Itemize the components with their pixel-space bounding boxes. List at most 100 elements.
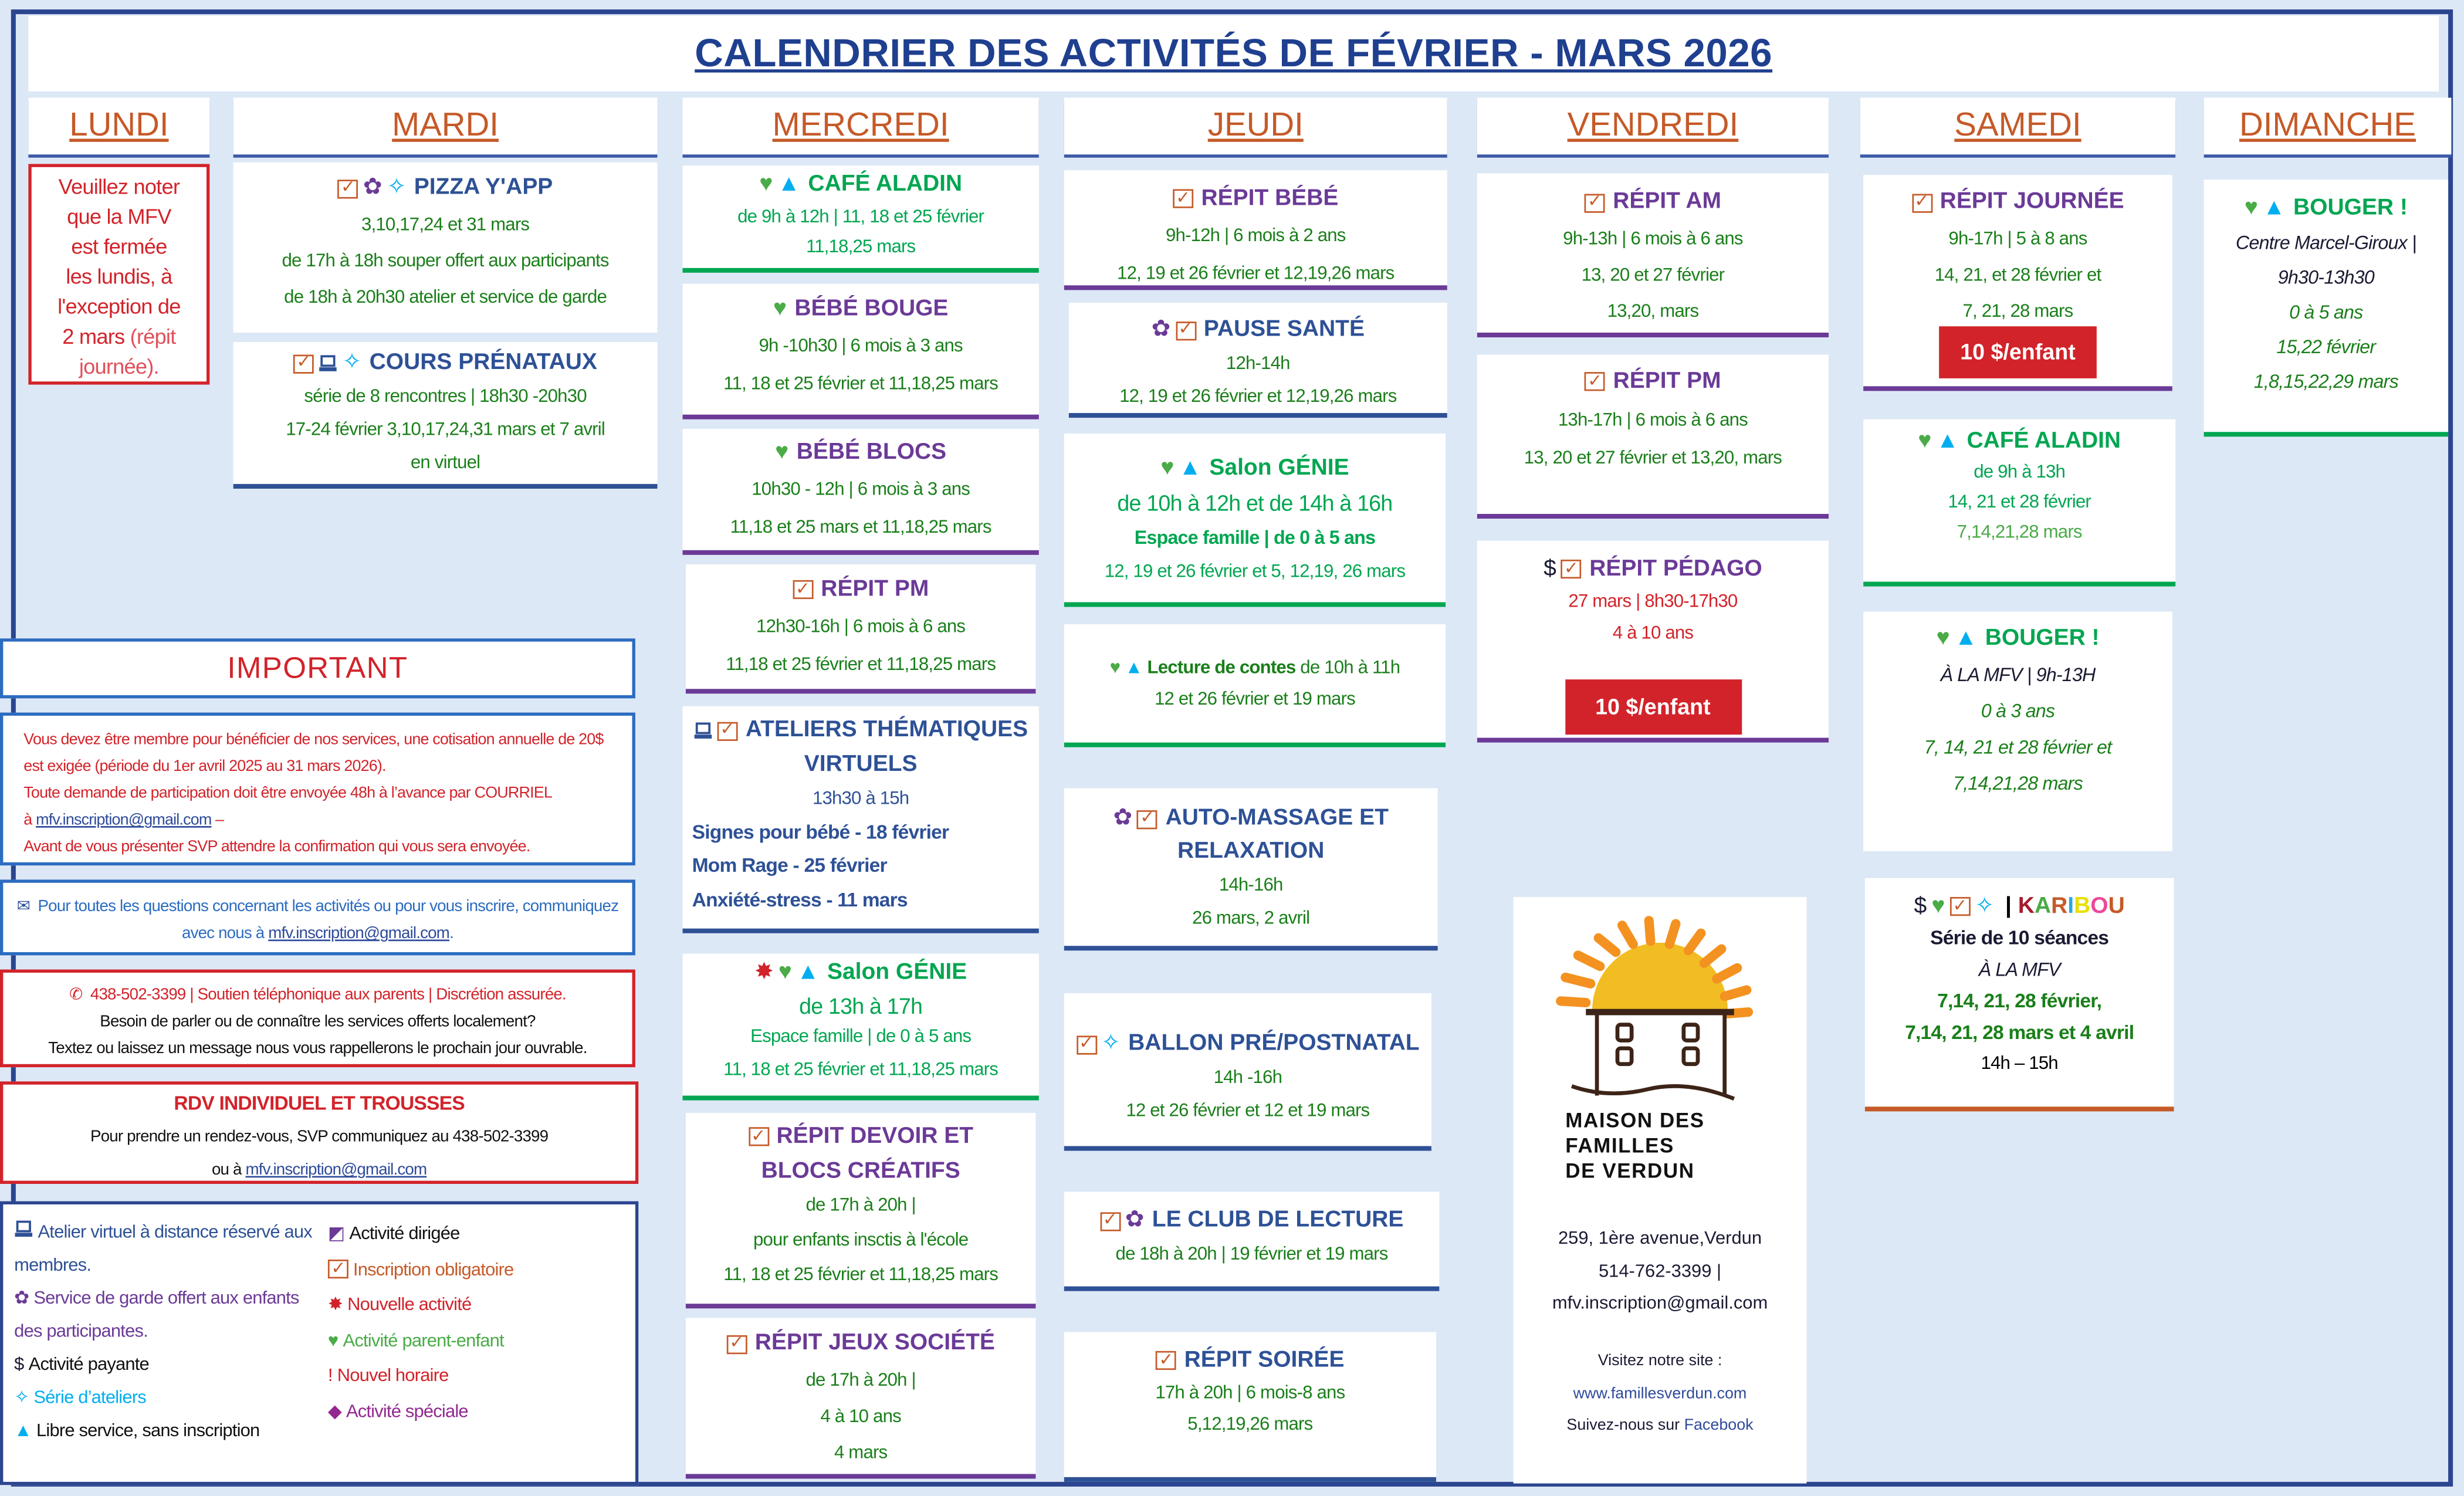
- card-line: 9h30-13h30: [2204, 260, 2449, 295]
- card-text: que la MFV: [67, 205, 171, 229]
- laptop-icon: [14, 1220, 33, 1238]
- laptop-icon: [319, 355, 337, 373]
- card-line: RELAXATION: [1064, 835, 1438, 868]
- card-line: 9h -10h30 | 6 mois à 3 ans: [683, 328, 1039, 365]
- card-line: ♥▲Salon GÉNIE: [1064, 451, 1446, 486]
- maison-des-familles-logo: [1556, 916, 1754, 1101]
- card-text: 11, 18 et 25 février et 11,18,25 mars: [723, 1059, 999, 1080]
- triangle-icon: ▲: [1179, 455, 1201, 481]
- card-line: 14h-16h: [1064, 869, 1438, 902]
- card-title: CAFÉ ALADIN: [808, 171, 963, 197]
- card-line: ✆438-502-3399 | Soutien téléphonique aux…: [3, 982, 632, 1009]
- checkbox-icon: ✓: [1561, 560, 1582, 579]
- email-address[interactable]: mfv.inscription@gmail.com: [1552, 1294, 1768, 1314]
- card-text: IMPORTANT: [227, 652, 408, 686]
- diamond-icon: ◆: [327, 1402, 342, 1421]
- card-line: 26 mars, 2 avril: [1064, 902, 1438, 935]
- card-text: pour enfants insctis à l'école: [753, 1229, 969, 1250]
- card-title: ATELIERS THÉMATIQUES: [745, 717, 1028, 743]
- card-text: Textez ou laissez un message nous vous r…: [48, 1040, 587, 1058]
- day-header-mardi: MARDI: [233, 97, 658, 155]
- card-text: 7,14,21,28 mars: [1957, 522, 2083, 543]
- card-line: ✓✿LE CLUB DE LECTURE: [1064, 1204, 1440, 1237]
- card-line: ♥▲BOUGER !: [1863, 621, 2172, 658]
- legend-label: Atelier virtuel à distance réservé aux m…: [14, 1223, 313, 1275]
- checkbox-icon: ✓: [1911, 193, 1932, 212]
- heart-icon: ♥: [1109, 657, 1121, 678]
- text-part: Lecture de contes: [1147, 657, 1297, 678]
- card-line: Signes pour bébé - 18 février: [683, 816, 1039, 850]
- card-text: 12, 19 et 26 février et 5, 12,19, 26 mar…: [1104, 561, 1406, 582]
- serie-icon: ✧: [1975, 893, 1995, 919]
- triangle-icon: ▲: [14, 1421, 32, 1441]
- card-line: 9h-17h | 5 à 8 ans: [1863, 221, 2172, 257]
- card-line: 14h -16h: [1064, 1061, 1431, 1094]
- email-link[interactable]: mfv.inscription@gmail.com: [245, 1162, 427, 1179]
- page-title: CALENDRIER DES ACTIVITÉS DE FÉVRIER - MA…: [695, 31, 1773, 75]
- card-title: AUTO-MASSAGE ET: [1165, 805, 1389, 831]
- card-line: VIRTUELS: [683, 748, 1039, 782]
- web-block: Visitez notre site : www.famillesverdun.…: [1514, 1346, 1807, 1443]
- card-text: de 17h à 20h |: [805, 1370, 916, 1391]
- garde-icon: ✿: [1113, 805, 1133, 831]
- day-header-vendredi: VENDREDI: [1477, 97, 1829, 155]
- card-text: 0 à 5 ans: [2289, 301, 2363, 323]
- phone-number: 514-762-3399 |: [1598, 1262, 1722, 1281]
- card-text: 12h-14h: [1226, 353, 1291, 374]
- card-text: Vous devez être membre pour bénéficier d…: [23, 731, 604, 749]
- price-badge: 10 $/enfant: [1564, 678, 1741, 734]
- card-text: 11, 18 et 25 février et 11,18,25 mars: [723, 1264, 999, 1285]
- legend-item: ✸Nouvelle activité: [328, 1288, 628, 1323]
- card-line: BLOCS CRÉATIFS: [686, 1154, 1036, 1189]
- text-run: avec nous à mfv.inscription@gmail.com.: [182, 920, 454, 947]
- card-line: 13,20, mars: [1477, 293, 1829, 330]
- card-text: 12h30-16h | 6 mois à 6 ans: [756, 616, 966, 637]
- card-title: RÉPIT AM: [1613, 189, 1721, 215]
- day-header-lundi: LUNDI: [28, 97, 210, 155]
- card-title: CAFÉ ALADIN: [1967, 428, 2121, 454]
- card-text: 7,14, 21, 28 février,: [1937, 990, 2102, 1013]
- new-icon: ✸: [327, 1295, 343, 1315]
- email-link[interactable]: mfv.inscription@gmail.com: [36, 811, 212, 830]
- day-label: LUNDI: [69, 107, 169, 144]
- garde-icon: ✿: [14, 1289, 29, 1309]
- heart-icon: ♥: [1931, 893, 1945, 919]
- card-text: est exigée (période du 1er avril 2025 au…: [23, 758, 386, 776]
- email-link[interactable]: mfv.inscription@gmail.com: [268, 925, 450, 943]
- card-text: 26 mars, 2 avril: [1192, 908, 1310, 929]
- card-line: de 17h à 20h |: [686, 1362, 1036, 1399]
- facebook-link[interactable]: Facebook: [1684, 1417, 1754, 1435]
- legend-label: Série d’ateliers: [33, 1389, 146, 1408]
- text-part: –: [211, 811, 224, 830]
- legend-label: Nouvel horaire: [337, 1366, 449, 1386]
- follow-label: Suivez-nous sur: [1566, 1417, 1684, 1435]
- card-text: 7,14, 21, 28 mars et 4 avril: [1905, 1021, 2134, 1044]
- card-line: 3,10,17,24 et 31 mars: [233, 207, 658, 243]
- card-title: PIZZA Y'APP: [414, 175, 553, 201]
- text-part: ou à: [211, 1162, 246, 1179]
- card-title: Salon GÉNIE: [827, 960, 967, 986]
- garde-icon: ✿: [363, 175, 383, 201]
- legend-label: Activité payante: [28, 1355, 150, 1375]
- text-part: |: [1999, 893, 2018, 919]
- text-part: à: [23, 811, 36, 830]
- card-line: ✓✿✧PIZZA Y'APP: [233, 170, 658, 207]
- legend-item: ◩Activité dirigée: [328, 1217, 628, 1252]
- card-title: RÉPIT PÉDAGO: [1589, 556, 1762, 582]
- card-line: Avant de vous présenter SVP attendre la …: [3, 834, 632, 861]
- checkbox-icon: ✓: [792, 580, 813, 600]
- card-line: 14h – 15h: [1865, 1048, 2174, 1080]
- website-link[interactable]: www.famillesverdun.com: [1573, 1385, 1747, 1403]
- card-title: RÉPIT PM: [821, 577, 929, 603]
- card-title: BÉBÉ BOUGE: [794, 296, 949, 322]
- card-line: 4 à 10 ans: [686, 1398, 1036, 1434]
